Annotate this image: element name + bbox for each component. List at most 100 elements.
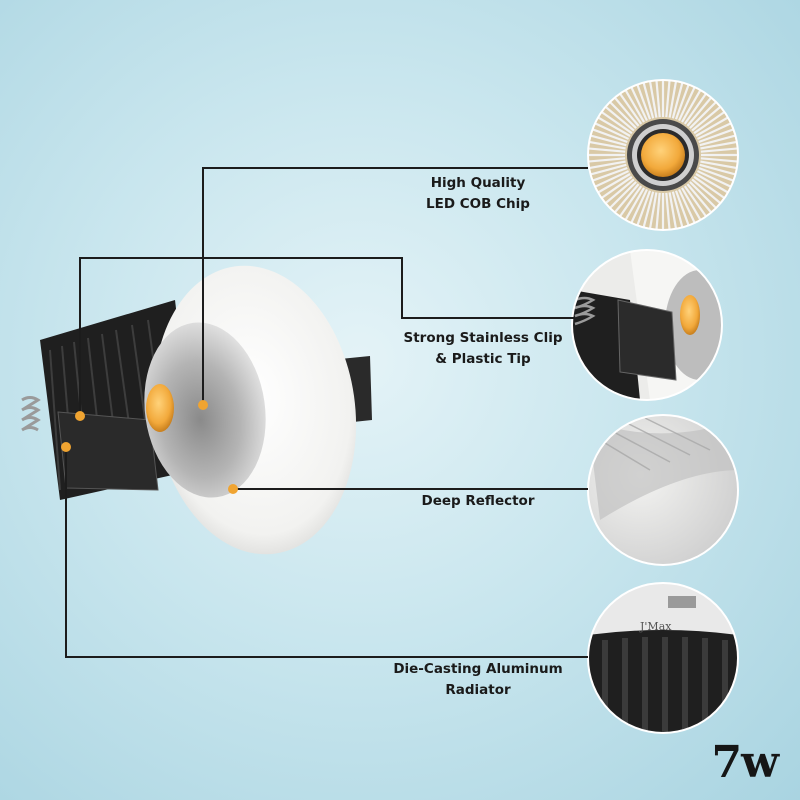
reflector-ridge: [700, 147, 738, 153]
callout-radiator-line2: Radiator: [445, 682, 511, 698]
spring-contacts: [21, 396, 41, 432]
reflector-ridge: [668, 192, 678, 230]
leader-line-clip: [79, 257, 575, 416]
reflector-ridge: [623, 86, 645, 123]
reflector-ridge: [689, 99, 719, 129]
dot-clip: [75, 411, 85, 421]
leader-lines: [65, 167, 588, 658]
callout-clip-line2: & Plastic Tip: [435, 351, 531, 367]
detail-aluminum-radiator: J'Max: [588, 583, 738, 733]
callout-radiator-line1: Die-Casting Aluminum: [393, 661, 563, 677]
reflector-ridge: [617, 90, 643, 125]
reflector-ridge: [696, 170, 735, 189]
reflector-ridge: [591, 170, 630, 189]
reflector-ridge: [641, 191, 655, 230]
callout-stainless-clip: Strong Stainless Clip & Plastic Tip: [378, 328, 588, 370]
reflector-ridge: [588, 140, 626, 150]
reflector-ridge: [698, 127, 737, 144]
reflector-ridge: [699, 133, 738, 147]
reflector-ridge: [678, 188, 697, 227]
detail-led-chip: [588, 80, 738, 230]
callout-clip-line1: Strong Stainless Clip: [403, 330, 563, 346]
reflector-ridge: [612, 94, 640, 127]
reflector-ridge: [668, 80, 678, 118]
reflector-ridge: [623, 187, 645, 224]
reflector-ridge: [612, 183, 640, 216]
led-cob-chip: [146, 384, 174, 432]
leader-line-radiator: [65, 447, 588, 658]
reflector-ridge: [598, 109, 633, 135]
dot-led-chip: [198, 400, 208, 410]
reflector-ridge: [588, 157, 626, 163]
reflector-ridge: [695, 173, 732, 195]
dot-radiator: [61, 442, 71, 452]
reflector-ridge: [588, 160, 626, 170]
dot-reflector: [228, 484, 238, 494]
reflector-ridge: [607, 181, 637, 211]
reflector-ridge: [648, 80, 658, 118]
wattage-badge: 7w: [711, 737, 779, 788]
reflector-ridge: [617, 185, 643, 220]
callout-dots: [61, 400, 238, 494]
reflector-ridge: [641, 80, 655, 119]
reflector-ridge: [671, 80, 685, 119]
callout-aluminum-radiator: Die-Casting Aluminum Radiator: [373, 659, 583, 701]
reflector-ridge: [691, 178, 724, 206]
detail-stainless-clip: [572, 250, 722, 400]
reflector-ridge: [671, 191, 685, 230]
reflector-ridge: [629, 188, 648, 227]
reflector-ridge: [589, 166, 628, 183]
detail-deep-reflector: [588, 415, 738, 565]
reflector-ridge: [588, 163, 627, 177]
reflector-ridge: [665, 80, 671, 118]
stainless-clip-left: [57, 411, 159, 491]
reflector-ridge: [686, 183, 714, 216]
reflector-ridge: [602, 104, 635, 132]
reflector-ridge: [635, 81, 652, 120]
reflector-ridge: [693, 109, 728, 135]
reflector-ridge: [683, 90, 709, 125]
reflector-ridge: [635, 190, 652, 229]
reflector-ridge: [602, 178, 635, 206]
reflector-ridge: [678, 83, 697, 122]
callout-led-chip-line2: LED COB Chip: [426, 196, 530, 212]
reflector-ridge: [691, 104, 724, 132]
reflector-ridge: [655, 192, 661, 230]
reflector-ridge: [681, 187, 703, 224]
reflector-ridge: [686, 94, 714, 127]
reflector-ridge: [674, 81, 691, 120]
reflector-ridge: [693, 175, 728, 201]
reflector-ridge: [700, 160, 738, 170]
reflector-ridge: [700, 140, 738, 150]
reflector-ridge: [681, 86, 703, 123]
reflector-ridge: [699, 163, 738, 177]
reflector-ridge: [700, 157, 738, 163]
reflector-ridge: [683, 185, 709, 220]
reflector-ridge: [696, 121, 735, 140]
reflector-ridge: [674, 190, 691, 229]
callout-led-chip-line1: High Quality: [430, 175, 526, 191]
callout-reflector-line1: Deep Reflector: [421, 493, 535, 509]
reflector-ridge: [594, 115, 631, 137]
reflector-ridge: [588, 147, 626, 153]
reflector-ridge: [589, 127, 628, 144]
detail-logo-text: J'Max: [639, 620, 672, 633]
reflector-ridge: [689, 181, 719, 211]
reflector-ridge: [598, 175, 633, 201]
reflector-ridge: [695, 115, 732, 137]
callout-deep-reflector: Deep Reflector: [373, 491, 583, 512]
reflector-ridge: [629, 83, 648, 122]
reflector-ridge: [698, 166, 737, 183]
reflector-ridge: [648, 192, 658, 230]
reflector-ridge: [594, 173, 631, 195]
reflector-ridge: [655, 80, 661, 118]
leader-line-led-chip: [202, 167, 588, 403]
reflector-ridge: [665, 192, 671, 230]
downlight-product: [21, 265, 372, 555]
reflector-ridge: [588, 133, 627, 147]
reflector-cavity: [144, 322, 266, 498]
callout-led-chip: High Quality LED COB Chip: [373, 173, 583, 215]
reflector-ridge: [591, 121, 630, 140]
reflector-ridge: [607, 99, 637, 129]
